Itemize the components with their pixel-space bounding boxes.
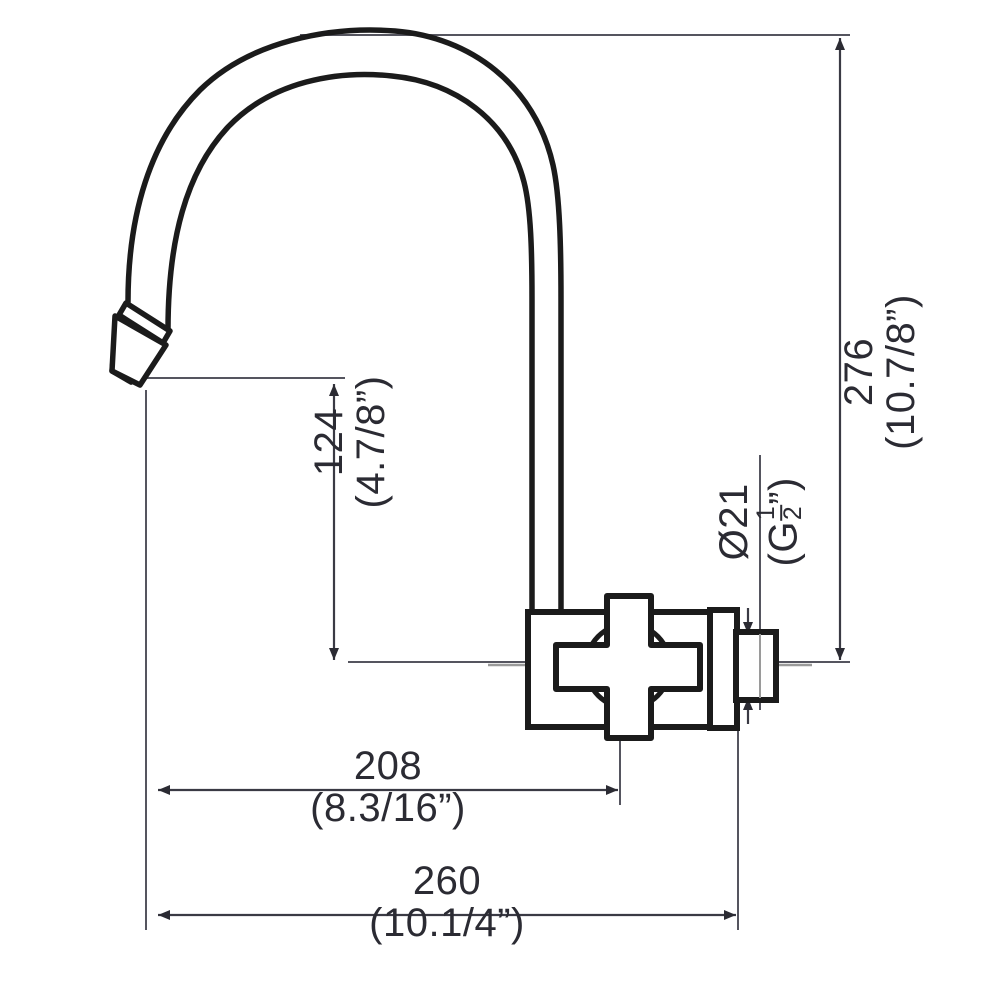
dim-label-124: 124 (4.7/8”) bbox=[307, 297, 393, 587]
dim-label-276: 276 (10.7/8”) bbox=[837, 227, 923, 517]
thread-prefix: (G bbox=[761, 521, 806, 567]
dim-276-imperial: (10.7/8”) bbox=[879, 294, 923, 450]
dim-21-metric: Ø21 bbox=[712, 483, 757, 561]
thread-denominator: 2 bbox=[780, 505, 807, 521]
wall-flange bbox=[707, 607, 740, 731]
thread-numerator: 1 bbox=[753, 504, 782, 522]
dim-208-imperial: (8.3/16”) bbox=[310, 786, 466, 830]
cross-handle bbox=[553, 593, 703, 741]
dimension-lines bbox=[158, 38, 845, 920]
spout-arc bbox=[125, 27, 564, 615]
dim-276-metric: 276 bbox=[837, 337, 881, 407]
thread-quote: ” bbox=[761, 490, 806, 505]
dim-260-metric: 260 bbox=[412, 859, 482, 903]
dim-label-260: 260 (10.1/4”) bbox=[297, 860, 597, 944]
inlet-thread bbox=[733, 629, 779, 703]
dim-label-208: 208 (8.3/16”) bbox=[238, 745, 538, 829]
dim-208-metric: 208 bbox=[353, 744, 423, 788]
faucet-outline bbox=[109, 27, 779, 741]
thread-close-paren: ) bbox=[761, 477, 806, 491]
dim-260-imperial: (10.1/4”) bbox=[369, 901, 525, 945]
aerator bbox=[109, 300, 173, 388]
dim-124-metric: 124 bbox=[307, 407, 351, 477]
dim-124-imperial: (4.7/8”) bbox=[349, 375, 393, 509]
